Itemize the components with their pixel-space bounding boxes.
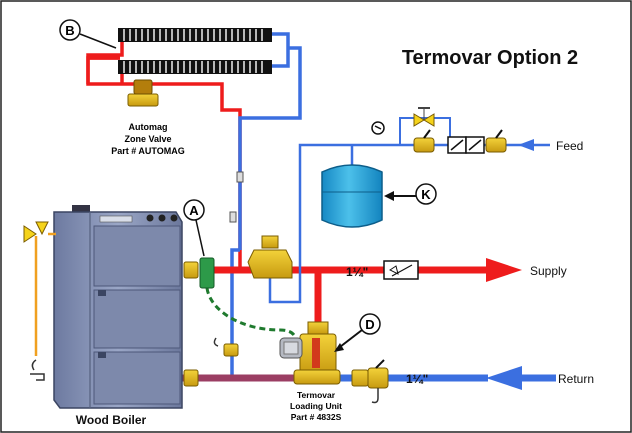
radiator-supply-pipe xyxy=(86,34,124,84)
return-flow-arrow xyxy=(486,366,522,390)
callout-k-label: K xyxy=(421,187,431,202)
feed-flow-arrow xyxy=(518,139,534,151)
riser-drain-valve xyxy=(213,337,239,357)
zone-valve xyxy=(127,79,159,107)
diagram-title: Termovar Option 2 xyxy=(402,47,578,69)
return-pipe-size: 1¼" xyxy=(406,372,428,386)
flow-check-valve xyxy=(383,260,419,280)
callout-d-label: D xyxy=(365,317,374,332)
return-ball-valve xyxy=(351,359,389,404)
loading-unit-line3: Part # 4832S xyxy=(291,412,342,422)
sensor-well xyxy=(199,257,215,289)
supply-pipe-size: 1¼" xyxy=(346,265,368,279)
radiator xyxy=(118,28,272,74)
riser-unions xyxy=(229,171,244,223)
callout-d-circle xyxy=(359,313,381,335)
boiler-label: Wood Boiler xyxy=(76,413,147,427)
pressure-gauge xyxy=(371,121,385,135)
boiler-drain-valve xyxy=(30,359,45,381)
zone-valve-line2: Zone Valve xyxy=(124,134,171,144)
return-label: Return xyxy=(558,372,594,386)
callout-a-label: A xyxy=(189,203,199,218)
air-separator xyxy=(247,235,293,279)
feed-ball-valve-2 xyxy=(485,129,507,153)
feed-ball-valve-1 xyxy=(413,129,435,153)
return-drop-pipe xyxy=(238,46,302,250)
supply-flow-arrow xyxy=(486,258,522,282)
supply-label: Supply xyxy=(530,264,567,278)
loading-unit-line2: Loading Unit xyxy=(290,401,342,411)
expansion-line xyxy=(268,143,550,304)
wood-boiler xyxy=(53,205,183,409)
callout-a-leader xyxy=(195,219,205,257)
loading-unit-line1: Termovar xyxy=(297,390,336,400)
callout-b-label: B xyxy=(65,23,74,38)
boiler-relief-valve xyxy=(23,221,56,243)
radiator-return-pipe xyxy=(270,32,290,68)
zone-valve-line3: Part # AUTOMAG xyxy=(111,146,185,156)
callout-a-circle xyxy=(183,199,205,221)
loading-unit xyxy=(279,321,341,385)
expansion-tank xyxy=(321,164,383,228)
zone-valve-line1: Automag xyxy=(129,122,168,132)
feed-relief-valve xyxy=(413,107,435,127)
boiler-supply-union xyxy=(183,261,199,279)
feed-label: Feed xyxy=(556,139,583,153)
boiler-return-union xyxy=(183,369,199,387)
callout-k-circle xyxy=(415,183,437,205)
backflow-preventer xyxy=(447,136,485,154)
callout-b-circle xyxy=(59,19,81,41)
callout-b-leader xyxy=(79,33,117,49)
